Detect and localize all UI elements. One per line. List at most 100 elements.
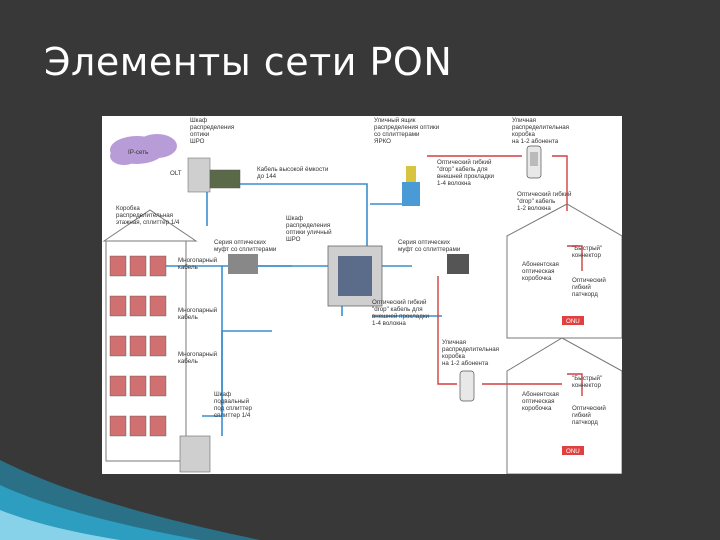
label-line: Серия оптических bbox=[398, 239, 451, 246]
onu-top-label: ONU bbox=[566, 318, 580, 325]
svg-text:Уличная распределитель: Уличная распределительная коробка на 1-2… bbox=[512, 117, 571, 145]
label-line: сплиттер 1/4 bbox=[214, 412, 251, 419]
label-line: Шкаф bbox=[286, 215, 303, 222]
label-line: коннектор bbox=[572, 382, 601, 389]
svg-text:Шкаф подвальный: Шкаф подвальный под сплиттер сплиттер 1/… bbox=[214, 391, 254, 419]
label-line: муфт со сплиттерами bbox=[398, 246, 461, 253]
label-line: Многопарный bbox=[178, 257, 218, 264]
drop-cable-house-bottom-inner bbox=[567, 373, 583, 396]
svg-text:Шкаф распределения: Шкаф распределения оптики уличный ШРО bbox=[286, 215, 333, 243]
svg-text:Уличный ящик распредел: Уличный ящик распределения оптики со спл… bbox=[374, 117, 441, 145]
house-bottom bbox=[506, 337, 622, 474]
label-mnogoparny-3: Многопарный кабель bbox=[178, 351, 219, 365]
label-line: коробка bbox=[512, 131, 535, 138]
central-street-cabinet bbox=[327, 245, 383, 307]
label-line: распределения bbox=[190, 124, 234, 131]
svg-text:Оптический гибкий "dro: Оптический гибкий "drop" кабель 1-2 воло… bbox=[517, 191, 573, 212]
label-line: 1-2 волокна bbox=[517, 205, 551, 212]
svg-text:"Быстрый" коннектор: "Быстрый" коннектор bbox=[572, 245, 604, 259]
label-line: ШРО bbox=[190, 138, 205, 145]
cloud-ip-network: IP-сеть bbox=[110, 134, 177, 165]
label-line: подвальный bbox=[214, 398, 250, 405]
label-line: Оптический гибкий bbox=[372, 299, 427, 306]
label-line: коробочка bbox=[522, 405, 552, 412]
svg-text:Оптический гибкий: Оптический гибкий патчкорд bbox=[572, 277, 608, 298]
svg-text:Серия оптических муфт: Серия оптических муфт со сплиттерами bbox=[214, 239, 277, 253]
cable-building-riser bbox=[162, 265, 223, 417]
slide-title: Элементы сети PON bbox=[44, 40, 453, 84]
label-line: Серия оптических bbox=[214, 239, 267, 246]
label-line: оптики уличный bbox=[286, 229, 332, 236]
label-line: кабель bbox=[178, 314, 198, 321]
drop-cable-house-top-inner bbox=[567, 245, 583, 271]
label-line: внешней прокладки bbox=[437, 173, 495, 180]
label-mnogoparny-1: Многопарный кабель bbox=[178, 257, 219, 271]
house-top bbox=[506, 203, 622, 339]
label-line: Уличная bbox=[442, 339, 466, 346]
bottom-street-distribution-box bbox=[459, 370, 475, 402]
label-line: распределительная bbox=[116, 212, 173, 219]
label-line: оптическая bbox=[522, 268, 554, 275]
label-line: до 144 bbox=[257, 173, 277, 180]
label-line: Уличная bbox=[512, 117, 536, 124]
label-line: патчкорд bbox=[572, 291, 598, 298]
label-line: Многопарный bbox=[178, 351, 218, 358]
svg-text:Оптический гибкий "dro: Оптический гибкий "drop" кабель для внеш… bbox=[437, 159, 496, 187]
label-line: внешней прокладки bbox=[372, 313, 430, 320]
label-opt-drop-3: Оптический гибкий "drop" кабель для внеш… bbox=[372, 299, 430, 327]
label-patchcord-1: Оптический гибкий патчкорд bbox=[572, 277, 608, 298]
label-patchcord-2: Оптический гибкий патчкорд bbox=[572, 405, 606, 426]
label-line: на 1-2 абонента bbox=[442, 360, 489, 367]
svg-text:"Быстрый" коннектор: "Быстрый" коннектор bbox=[572, 375, 604, 389]
svg-text:Многопарный кабель: Многопарный кабель bbox=[178, 351, 219, 365]
label-line: "drop" кабель для bbox=[372, 306, 423, 313]
label-line: Оптический гибкий bbox=[437, 159, 492, 166]
label-seriya-muft-right: Серия оптических муфт со сплиттерами bbox=[398, 239, 461, 253]
label-bystry-1: "Быстрый" коннектор bbox=[572, 245, 604, 259]
svg-text:Уличная распределитель: Уличная распределительная коробка на 1-2… bbox=[442, 339, 501, 367]
label-seriya-muft-left: Серия оптических муфт со сплиттерами bbox=[214, 239, 277, 253]
onu-bottom-label: ONU bbox=[566, 448, 580, 455]
label-shkaf-ulichny: Шкаф распределения оптики уличный ШРО bbox=[286, 215, 333, 243]
label-line: этажная, сплиттер 1/4 bbox=[116, 219, 180, 226]
olt-cabinet bbox=[187, 157, 241, 193]
svg-text:Многопарный кабель: Многопарный кабель bbox=[178, 307, 219, 321]
label-line: 1-4 волокна bbox=[437, 180, 471, 187]
pon-diagram-panel: IP-сеть OLT ONU ONU bbox=[102, 116, 622, 474]
label-line: оптическая bbox=[522, 398, 554, 405]
label-bystry-2: "Быстрый" коннектор bbox=[572, 375, 604, 389]
corner-decoration bbox=[0, 460, 260, 540]
label-line: Оптический гибкий bbox=[517, 191, 572, 198]
onu-bottom bbox=[562, 446, 584, 455]
label-line: коннектор bbox=[572, 252, 601, 259]
svg-text:Кабель высокой ёмкости: Кабель высокой ёмкости до 144 bbox=[257, 166, 330, 180]
label-line: 1-4 волокна bbox=[372, 320, 406, 327]
top-street-distribution-box bbox=[526, 145, 542, 179]
cable-to-street-box bbox=[370, 191, 408, 205]
label-opt-drop-2: Оптический гибкий "drop" кабель 1-2 воло… bbox=[517, 191, 573, 212]
label-line: патчкорд bbox=[572, 419, 598, 426]
label-line: на 1-2 абонента bbox=[512, 138, 559, 145]
label-opt-drop-1: Оптический гибкий "drop" кабель для внеш… bbox=[437, 159, 496, 187]
label-line: гибкий bbox=[572, 284, 591, 291]
olt-label: OLT bbox=[170, 170, 182, 177]
label-line: Шкаф bbox=[214, 391, 231, 398]
drop-lines bbox=[427, 155, 583, 396]
label-line: распределения оптики bbox=[374, 124, 440, 131]
label-line: оптики bbox=[190, 131, 210, 138]
label-korobka-etazh: Коробка распределительная этажная, сплит… bbox=[116, 205, 180, 226]
muft-left bbox=[228, 254, 258, 274]
label-line: под сплиттер bbox=[214, 405, 253, 412]
label-line: Абонентская bbox=[522, 391, 559, 398]
label-line: муфт со сплиттерами bbox=[214, 246, 277, 253]
label-line: Коробка bbox=[116, 205, 140, 212]
label-line: "drop" кабель bbox=[517, 198, 555, 205]
label-line: Оптический bbox=[572, 277, 606, 284]
svg-text:Многопарный кабель: Многопарный кабель bbox=[178, 257, 219, 271]
label-line: Шкаф bbox=[190, 117, 207, 124]
label-line: распределительная bbox=[512, 124, 569, 131]
label-line: "drop" кабель для bbox=[437, 166, 488, 173]
muft-right bbox=[447, 254, 469, 274]
label-line: кабель bbox=[178, 264, 198, 271]
pon-diagram: IP-сеть OLT ONU ONU bbox=[102, 117, 622, 474]
